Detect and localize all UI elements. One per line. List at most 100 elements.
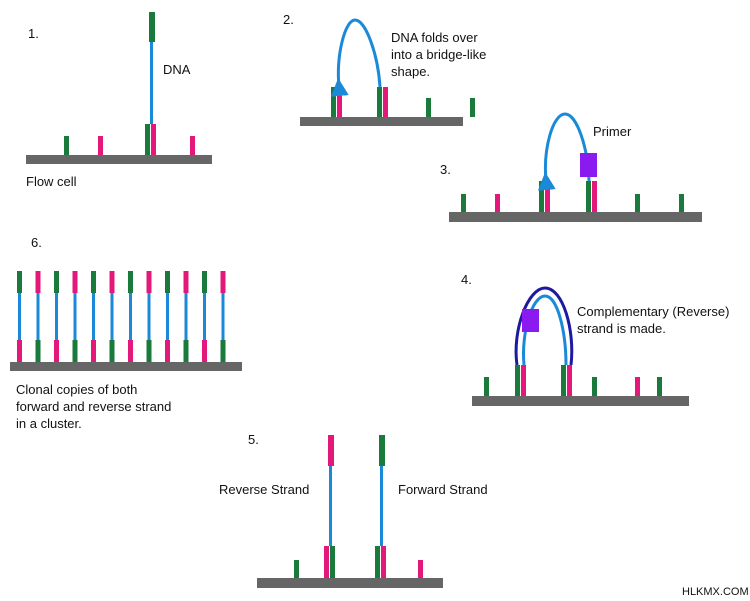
step-4-caption: Complementary (Reverse) strand is made. <box>577 304 730 336</box>
flow-cell-bar <box>449 212 702 222</box>
adapter-top <box>183 271 189 293</box>
step-1-number: 1. <box>28 26 39 41</box>
flow-cell-bar <box>257 578 443 588</box>
reverse-strand-arc <box>514 286 574 366</box>
adapter-green <box>561 365 566 396</box>
adapter-bottom <box>91 340 96 362</box>
step-4-panel <box>472 286 689 406</box>
dna-bridge-arc <box>537 112 591 191</box>
adapter-top <box>35 271 41 293</box>
step-5-number: 5. <box>248 432 259 447</box>
adapter-green <box>484 377 489 396</box>
reverse-strand-label: Reverse Strand <box>219 482 310 497</box>
adapter-pink-top <box>328 435 334 466</box>
adapter-pink <box>545 181 550 212</box>
adapter-top <box>165 271 170 293</box>
adapter-green <box>539 181 544 212</box>
reverse-strand-line <box>329 466 332 546</box>
adapter-top <box>202 271 207 293</box>
cluster-strand <box>184 293 188 340</box>
adapter-pink <box>495 194 500 212</box>
adapter-pink <box>567 365 572 396</box>
adapter-pink <box>151 124 156 155</box>
adapter-green <box>515 365 520 396</box>
adapter-green-top <box>149 12 155 42</box>
step-1-panel <box>26 12 212 164</box>
adapter-pink <box>635 377 640 396</box>
adapter-green <box>330 546 335 578</box>
adapter-pink <box>98 136 103 155</box>
adapter-green <box>679 194 684 212</box>
adapter-top <box>91 271 96 293</box>
adapter-top <box>54 271 59 293</box>
adapter-bottom <box>183 340 189 362</box>
cluster-strand <box>36 293 40 340</box>
adapter-bottom <box>202 340 207 362</box>
dna-bridge-arc <box>330 18 382 97</box>
cluster-strand <box>147 293 151 340</box>
adapter-green-top <box>379 435 385 466</box>
adapter-green <box>331 87 336 117</box>
cluster-strand <box>129 293 132 340</box>
adapter-pink <box>521 365 526 396</box>
step-4-number: 4. <box>461 272 472 287</box>
flow-cell-bar <box>26 155 212 164</box>
adapter-bottom <box>35 340 41 362</box>
adapter-green <box>657 377 662 396</box>
forward-strand-label: Forward Strand <box>398 482 488 497</box>
dna-bridge-arc <box>522 294 568 366</box>
adapter-bottom <box>54 340 59 362</box>
step-6-panel <box>10 271 242 371</box>
step-3-number: 3. <box>440 162 451 177</box>
adapter-green <box>461 194 466 212</box>
adapter-bottom <box>17 340 22 362</box>
step-2-panel <box>300 18 475 126</box>
adapter-pink <box>418 560 423 578</box>
primer-label: Primer <box>593 124 632 139</box>
flow-cell-label: Flow cell <box>26 174 77 189</box>
adapter-pink <box>190 136 195 155</box>
adapter-bottom <box>109 340 115 362</box>
step-6-caption: Clonal copies of both forward and revers… <box>16 382 172 431</box>
adapter-green <box>64 136 69 155</box>
cluster-strand <box>55 293 58 340</box>
adapter-top <box>220 271 226 293</box>
forward-strand-line <box>380 466 383 546</box>
adapter-green <box>375 546 380 578</box>
cluster-strand <box>203 293 206 340</box>
adapter-top <box>109 271 115 293</box>
adapter-bottom <box>146 340 152 362</box>
adapter-green <box>470 98 475 117</box>
adapter-green <box>592 377 597 396</box>
adapter-green <box>635 194 640 212</box>
cluster-strand <box>18 293 21 340</box>
adapter-top <box>146 271 152 293</box>
step-3-panel <box>449 112 702 222</box>
flow-cell-bar <box>10 362 242 371</box>
step-2-caption: DNA folds over into a bridge-like shape. <box>391 30 487 79</box>
cluster-strand <box>166 293 169 340</box>
adapter-bottom <box>165 340 170 362</box>
adapter-top <box>128 271 133 293</box>
cluster-strand <box>221 293 225 340</box>
adapter-bottom <box>128 340 133 362</box>
adapter-pink <box>381 546 386 578</box>
adapter-green <box>377 87 382 117</box>
dna-strand <box>150 42 153 124</box>
cluster-strand <box>92 293 95 340</box>
adapter-pink <box>592 181 597 212</box>
primer-block <box>522 309 539 332</box>
adapter-green <box>426 98 431 117</box>
adapter-pink <box>324 546 329 578</box>
flow-cell-bar <box>300 117 463 126</box>
adapter-bottom <box>72 340 78 362</box>
adapter-pink <box>337 87 342 117</box>
primer-block <box>580 153 597 177</box>
watermark: HLKMX.COM <box>682 586 749 598</box>
step-2-number: 2. <box>283 12 294 27</box>
adapter-green <box>586 181 591 212</box>
step-5-panel <box>257 435 443 588</box>
adapter-top <box>72 271 78 293</box>
step-6-number: 6. <box>31 235 42 250</box>
